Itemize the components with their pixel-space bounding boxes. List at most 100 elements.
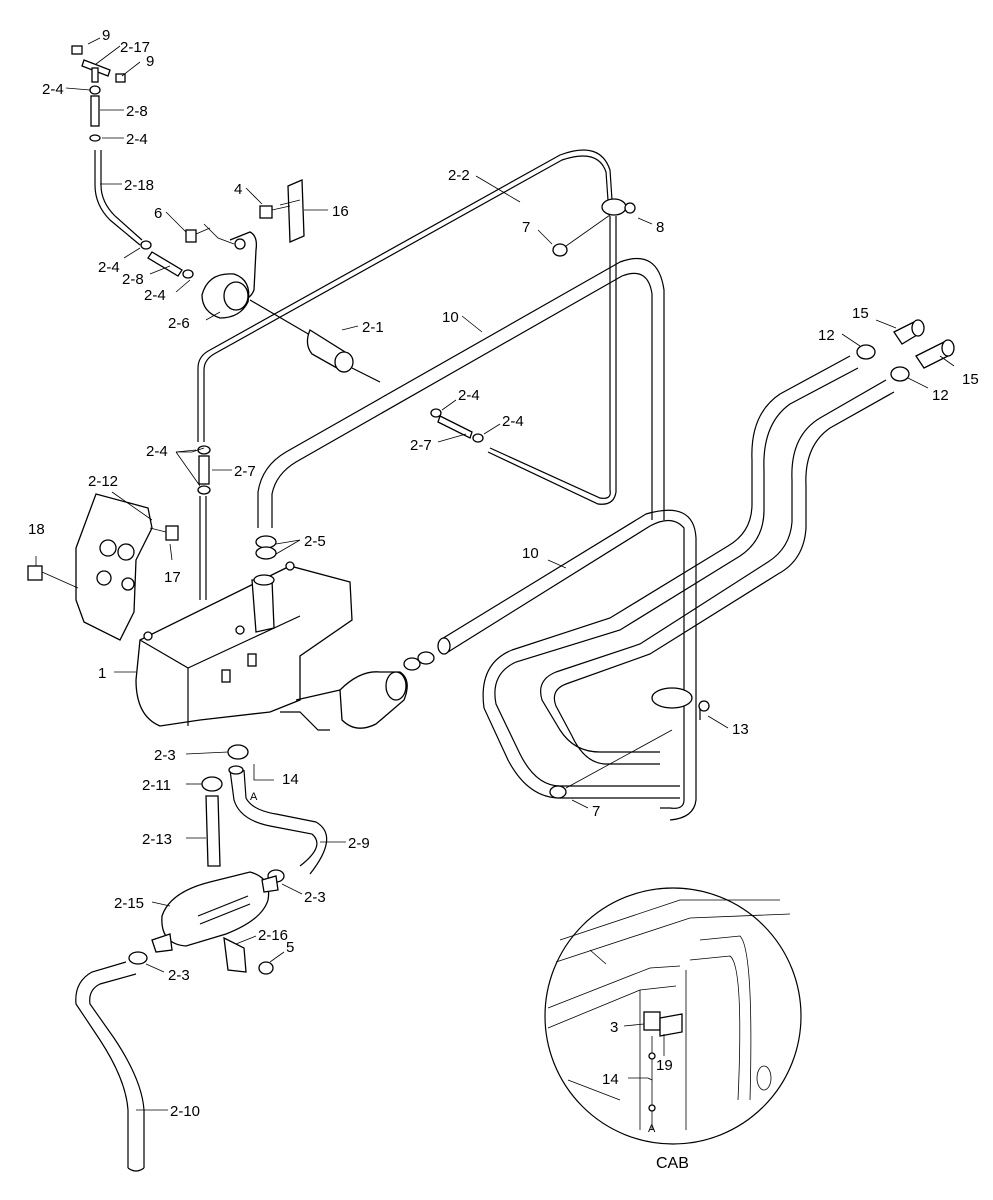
callout-3: 3 (610, 1019, 618, 1036)
tee-fitting (81, 59, 111, 83)
callout-10-upper: 10 (442, 309, 459, 326)
coolant-hose-10-upper (257, 257, 665, 528)
clamp-2-4-a (89, 85, 101, 95)
callout-2-17: 2-17 (120, 39, 150, 56)
callout-10-lower: 10 (522, 545, 539, 562)
bolt-7-top (552, 214, 611, 257)
cab-caption: CAB (656, 1155, 689, 1172)
mounting-bracket-2-12 (75, 493, 153, 641)
callout-2-13: 2-13 (142, 831, 172, 848)
callout-2-4-c: 2-4 (98, 259, 120, 276)
callout-17: 17 (164, 569, 181, 586)
callout-2-2: 2-2 (448, 167, 470, 184)
callout-2-4-e: 2-4 (458, 387, 480, 404)
callout-2-15: 2-15 (114, 895, 144, 912)
clamp-2-4-h (197, 485, 211, 495)
hose-2-9 (229, 769, 318, 867)
callout-14: 14 (282, 771, 299, 788)
clamp-2-3-c (128, 951, 148, 965)
callout-1: 1 (98, 665, 106, 682)
pipe-2-8-b (147, 251, 183, 277)
bolt-7-bottom (549, 729, 673, 799)
callout-2-4-g: 2-4 (146, 443, 168, 460)
callout-2-4-a: 2-4 (42, 81, 64, 98)
bolt-6 (185, 227, 211, 243)
callout-2-6: 2-6 (168, 315, 190, 332)
fuel-pump-2-1 (249, 299, 381, 383)
callout-12-a: 12 (818, 327, 835, 344)
bracket-16 (279, 179, 305, 243)
callout-14-cab: 14 (602, 1071, 619, 1088)
clamp-2-5 (255, 535, 277, 560)
callout-2-8-a: 2-8 (126, 103, 148, 120)
coolant-pipes-right (482, 355, 895, 799)
leader-lines (35, 37, 955, 1111)
cab-detail-inset (544, 887, 802, 1145)
callout-2-3-a: 2-3 (154, 747, 176, 764)
nipple-15-b (915, 339, 955, 369)
callout-16: 16 (332, 203, 349, 220)
callout-a: A (250, 791, 258, 803)
fuel-hose-2-18 (94, 150, 141, 246)
bracket-2-16 (223, 936, 247, 973)
callout-5: 5 (286, 939, 294, 956)
pipe-2-7-b (198, 455, 210, 485)
bolt-17 (149, 525, 179, 541)
callout-2-9: 2-9 (348, 835, 370, 852)
clamp-10-b (417, 651, 435, 665)
callout-2-3-c: 2-3 (168, 967, 190, 984)
clip-8 (601, 198, 636, 216)
fuel-line-assembly (71, 45, 194, 279)
callout-2-16: 2-16 (258, 927, 288, 944)
tail-pipe-2-10 (75, 961, 129, 1168)
callout-15-b: 15 (962, 371, 979, 388)
heater-unit-1 (135, 561, 353, 727)
screw-9-top (71, 45, 83, 55)
clamp-12-b (890, 366, 910, 382)
bolt-18 (27, 565, 79, 589)
pipe-2-7-a (437, 415, 473, 439)
callout-2-4-d: 2-4 (144, 287, 166, 304)
callout-2-1: 2-1 (362, 319, 384, 336)
callout-2-18: 2-18 (124, 177, 154, 194)
clamp-2-4-c (140, 240, 152, 250)
bolt-5 (258, 961, 274, 975)
clamp-10-a (403, 657, 421, 671)
pipe-2-8-a (90, 95, 100, 127)
callout-7-top: 7 (522, 219, 530, 236)
callout-2-5: 2-5 (304, 533, 326, 550)
bolt-4 (259, 205, 291, 219)
fuel-line-2-2 (197, 149, 613, 442)
callout-2-8-b: 2-8 (122, 271, 144, 288)
callout-9-top: 9 (102, 27, 110, 44)
callout-15-a: 15 (852, 305, 869, 322)
clamp-13 (651, 687, 710, 712)
callout-labels: 9 2-17 9 2-4 2-8 2-4 2-18 4 16 6 2-4 2-8… (28, 27, 979, 1172)
callout-2-7-a: 2-7 (410, 437, 432, 454)
callout-2-3-b: 2-3 (304, 889, 326, 906)
exhaust-pipe-2-13 (205, 795, 221, 867)
screw-9-right (115, 73, 126, 83)
callout-18: 18 (28, 521, 45, 538)
clamp-2-4-d (182, 269, 194, 279)
inline-filter (280, 671, 408, 731)
callout-2-4-b: 2-4 (126, 131, 148, 148)
callout-19: 19 (656, 1057, 673, 1074)
clamp-12-a (856, 344, 876, 360)
callout-4: 4 (234, 181, 242, 198)
callout-2-11: 2-11 (142, 777, 171, 794)
pump-holder-2-6 (201, 231, 258, 319)
muffler-2-15 (151, 871, 279, 953)
clamp-2-3-a (227, 744, 249, 760)
coolant-hose-10-lower (437, 509, 697, 821)
clamp-2-4-e (430, 408, 442, 418)
clamp-2-4-b (89, 134, 101, 142)
clamp-2-11 (201, 776, 223, 792)
callout-6: 6 (154, 205, 162, 222)
callout-2-12: 2-12 (88, 473, 118, 490)
clamp-2-4-g (197, 445, 211, 455)
callout-13: 13 (732, 721, 749, 738)
clamp-2-4-f (472, 433, 484, 443)
nipple-15-a (893, 319, 925, 345)
